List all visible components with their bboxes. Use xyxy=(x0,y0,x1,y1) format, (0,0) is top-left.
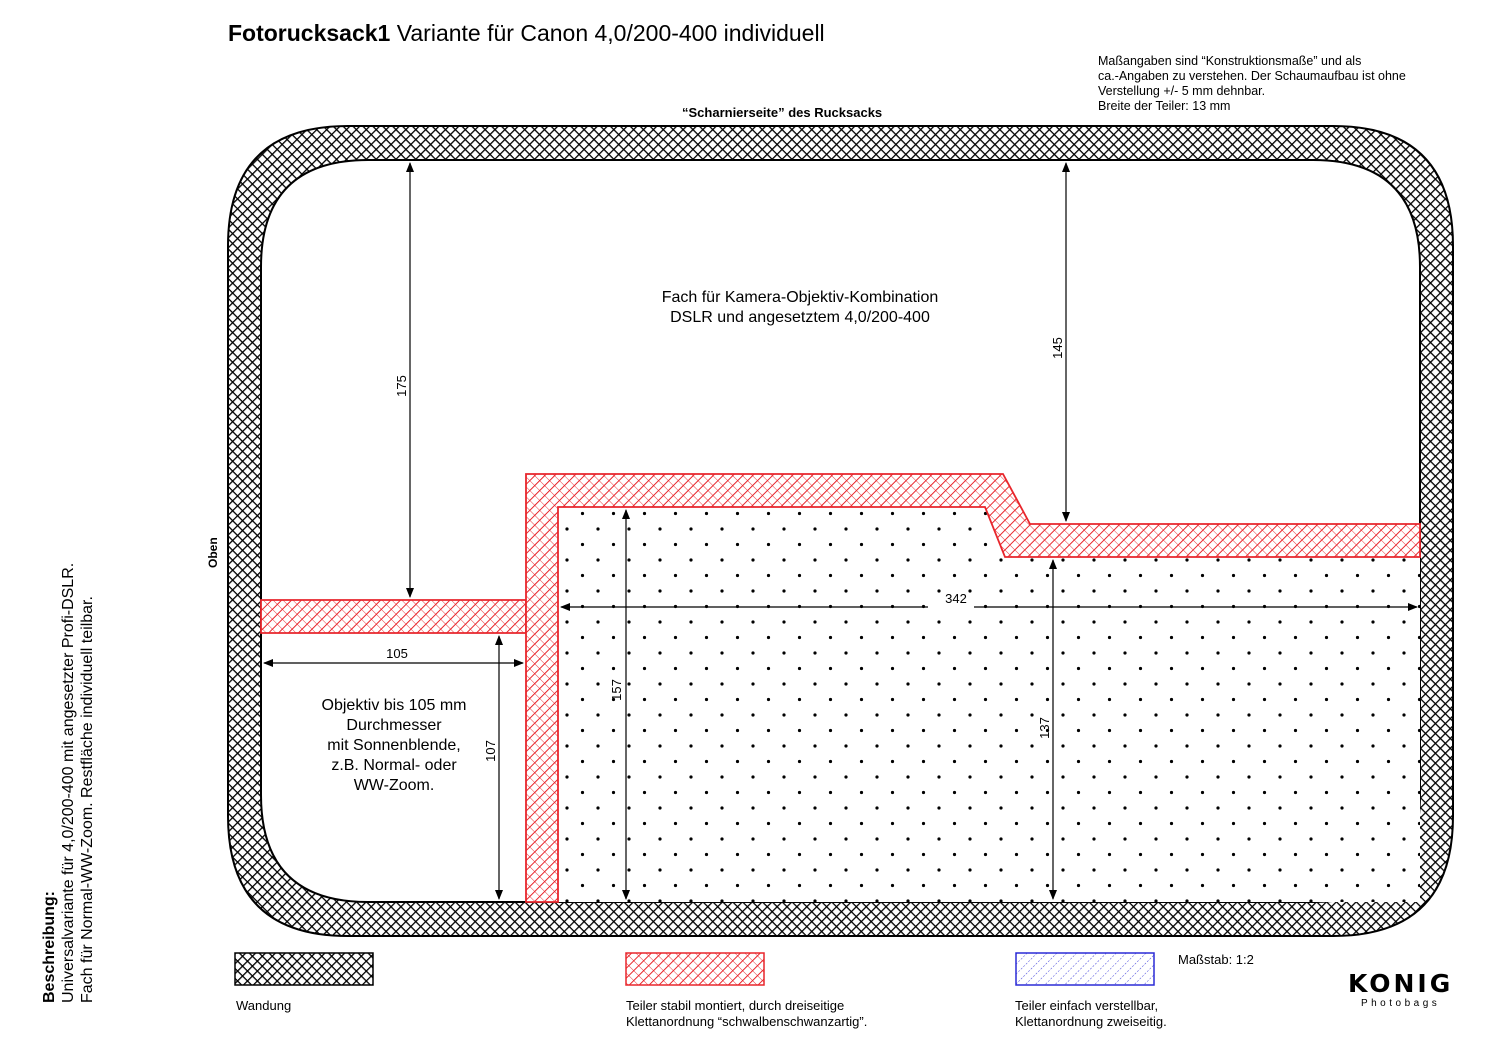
lens-text-line: z.B. Normal- oder xyxy=(331,757,457,774)
camera-text-line: DSLR und angesetztem 4,0/200-400 xyxy=(670,309,930,326)
legend-adjustable-label: Teiler einfach verstellbar, Klettanordnu… xyxy=(1015,998,1167,1030)
note-line: Maßangaben sind “Konstruktionsmaße” und … xyxy=(1098,54,1362,68)
dim-145-label: 145 xyxy=(1050,337,1065,359)
lens-text-line: Durchmesser xyxy=(346,717,442,734)
legend-adjustable-line: Klettanordnung zweiseitig. xyxy=(1015,1014,1167,1029)
fixed-divider-horizontal xyxy=(260,599,527,634)
brand-logo: KONIG Photobags xyxy=(1348,970,1453,1010)
lens-text-line: mit Sonnenblende, xyxy=(327,737,461,754)
title-rest: Variante für Canon 4,0/200-400 individue… xyxy=(390,20,825,46)
dim-137-label: 137 xyxy=(1037,717,1052,739)
page-title: Fotorucksack1 Variante für Canon 4,0/200… xyxy=(228,20,825,47)
dim-175-label: 175 xyxy=(394,375,409,397)
legend-swatch-wall xyxy=(234,952,374,986)
legend-swatch-fixed xyxy=(625,952,765,986)
fixed-divider-main xyxy=(525,473,1421,903)
lens-text-line: WW-Zoom. xyxy=(353,777,435,794)
divisible-area xyxy=(558,507,1420,902)
camera-compartment-text: Fach für Kamera-Objektiv-Kombination DSL… xyxy=(600,288,1000,328)
legend-fixed-line: Teiler stabil montiert, durch dreiseitig… xyxy=(626,998,845,1013)
lens-compartment-text: Objektiv bis 105 mm Durchmesser mit Sonn… xyxy=(284,696,504,796)
legend-wall-line: Wandung xyxy=(236,998,292,1013)
scale-label: Maßstab: 1:2 xyxy=(1178,952,1254,967)
dim-107-label: 107 xyxy=(483,740,498,762)
hinge-side-label: “Scharnierseite” des Rucksacks xyxy=(682,105,883,120)
note-line: Verstellung +/- 5 mm dehnbar. xyxy=(1098,84,1266,98)
logo-name: KONIG xyxy=(1348,969,1454,998)
note-line: Breite der Teiler: 13 mm xyxy=(1098,99,1231,113)
legend-fixed-label: Teiler stabil montiert, durch dreiseitig… xyxy=(626,998,867,1030)
camera-text-line: Fach für Kamera-Objektiv-Kombination xyxy=(661,289,939,306)
legend-adjustable-line: Teiler einfach verstellbar, xyxy=(1015,998,1159,1013)
legend-swatch-adjustable xyxy=(1015,952,1155,986)
dim-105-label: 105 xyxy=(386,646,408,661)
title-bold: Fotorucksack1 xyxy=(228,20,391,46)
dim-157-label: 157 xyxy=(609,679,624,701)
dim-342-label: 342 xyxy=(945,591,967,606)
legend-fixed-line: Klettanordnung “schwalbenschwanzartig”. xyxy=(626,1014,868,1029)
lens-text-line: Objektiv bis 105 mm xyxy=(321,697,467,714)
logo-sub: Photobags xyxy=(1360,998,1441,1009)
dimension-note: Maßangaben sind “Konstruktionsmaße” und … xyxy=(1098,54,1406,114)
note-line: ca.-Angaben zu verstehen. Der Schaumaufb… xyxy=(1098,69,1406,83)
legend-wall-label: Wandung xyxy=(236,998,291,1014)
